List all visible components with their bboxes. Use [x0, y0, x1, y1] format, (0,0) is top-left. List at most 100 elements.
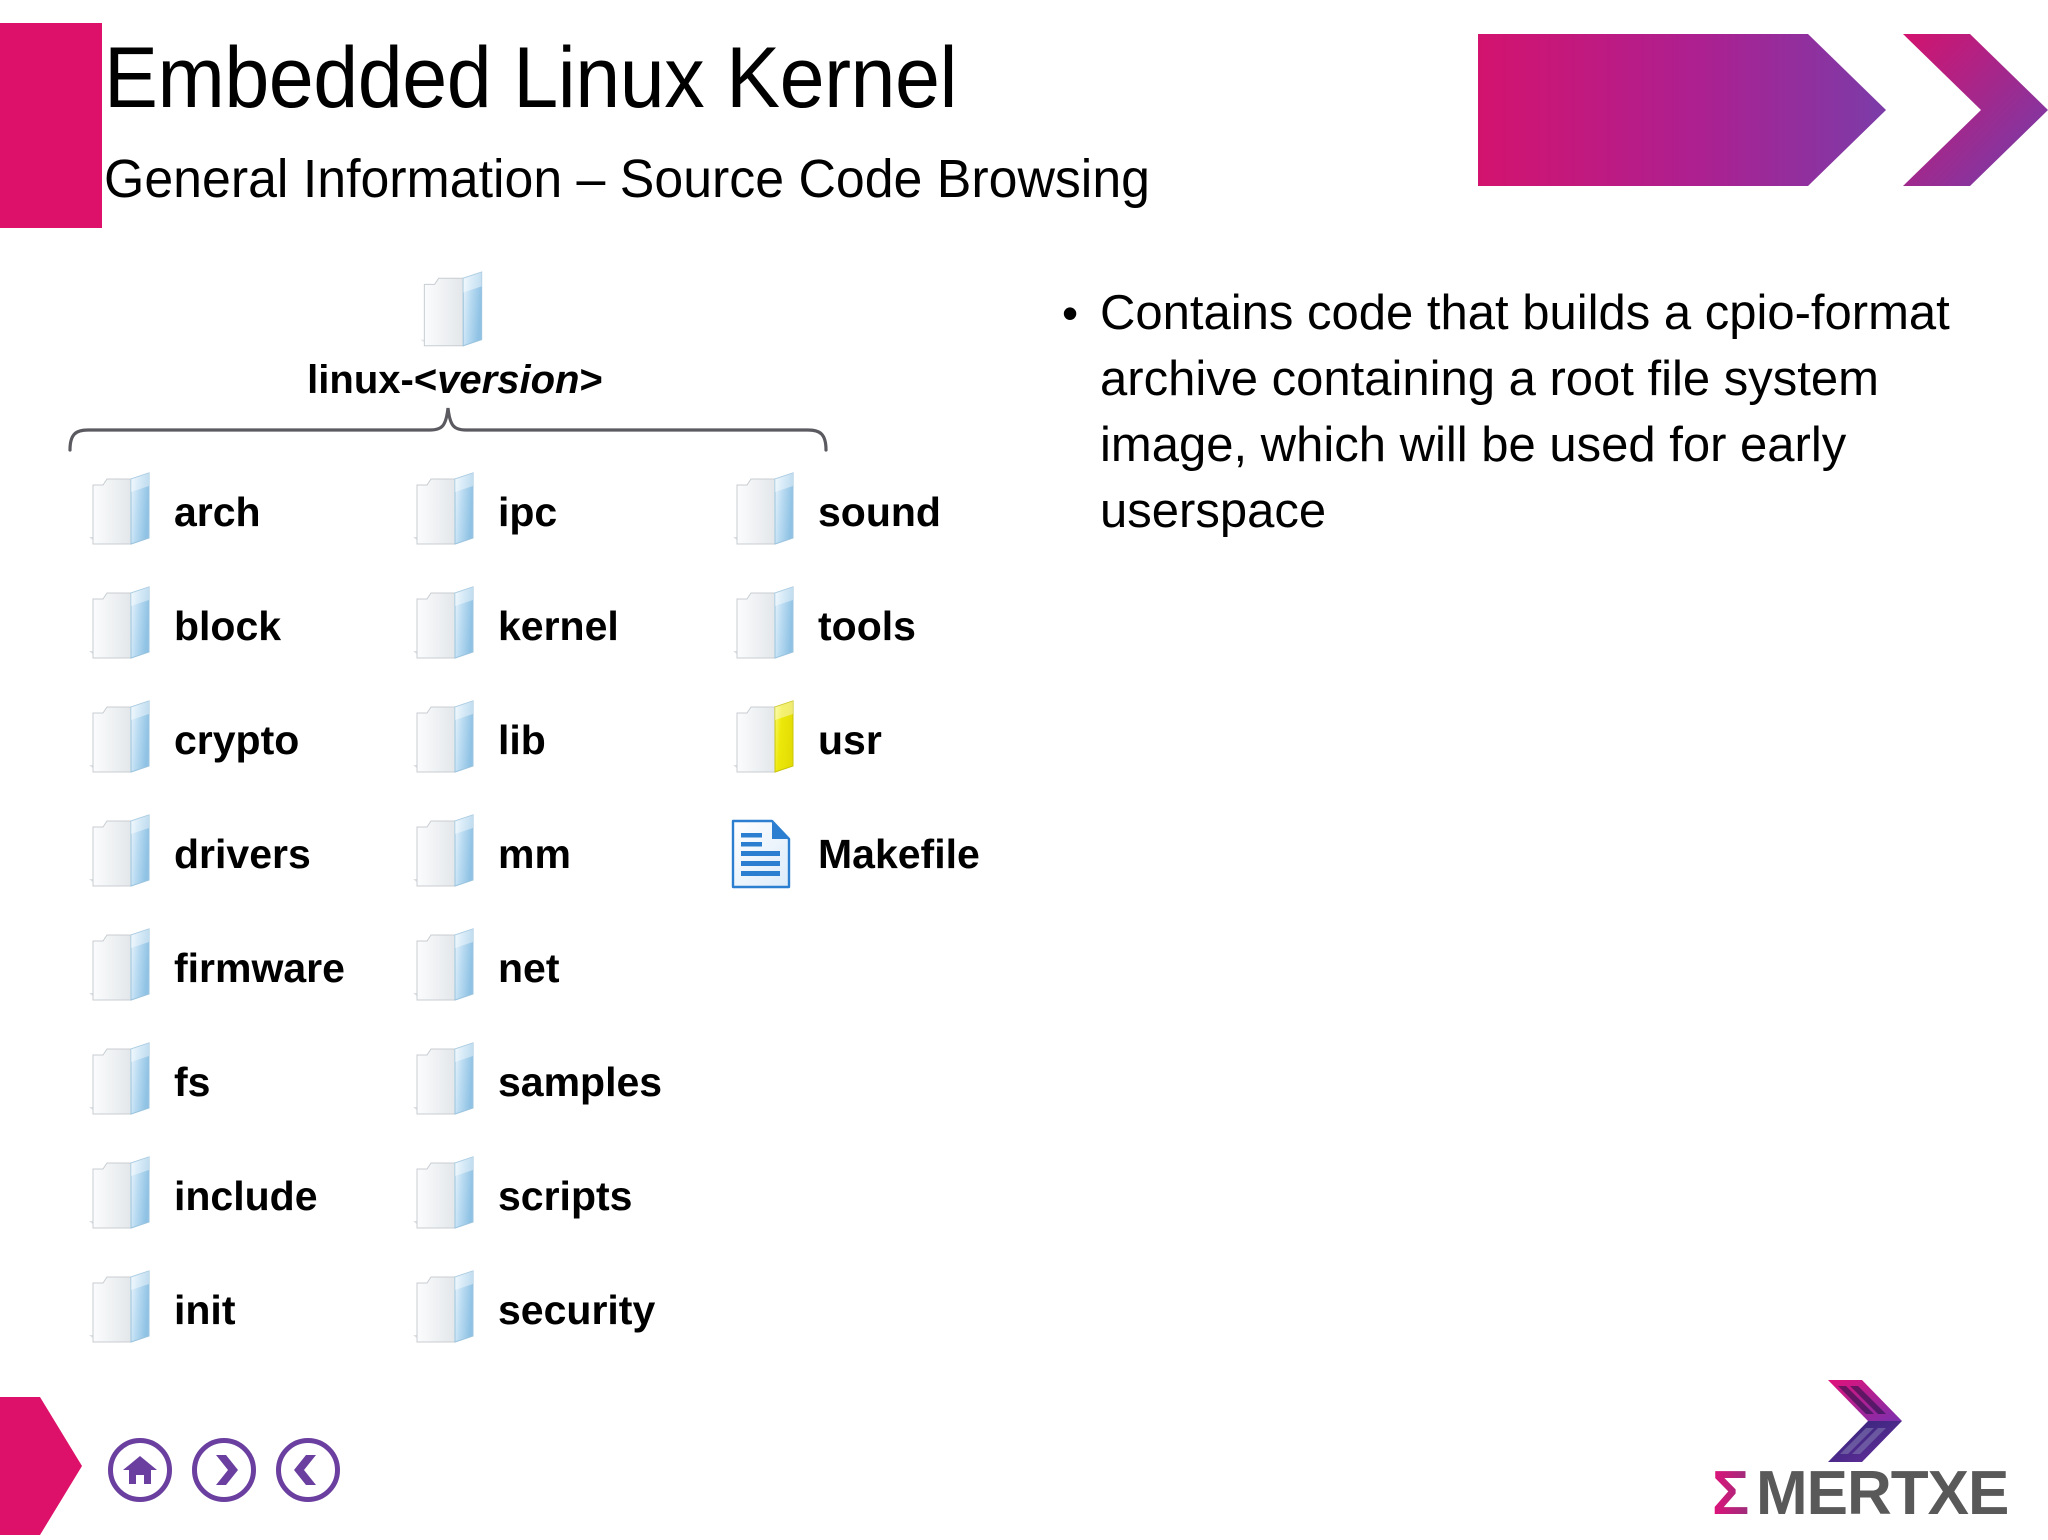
folder-label: fs	[174, 1059, 211, 1105]
folder-icon-highlighted	[730, 697, 802, 783]
folder-item[interactable]: init	[86, 1253, 345, 1367]
document-icon	[731, 819, 791, 889]
folder-icon	[413, 472, 474, 545]
folder-icon	[89, 1156, 150, 1229]
folder-label: samples	[498, 1059, 663, 1105]
folder-label: firmware	[174, 945, 345, 991]
folder-icon	[413, 928, 474, 1001]
slide-header: Embedded Linux Kernel General Informatio…	[0, 0, 2048, 230]
folder-icon	[733, 586, 794, 659]
folder-icon	[730, 583, 802, 669]
folder-icon	[730, 469, 802, 555]
folder-icon	[413, 586, 474, 659]
folder-icon	[86, 469, 158, 555]
folder-icon	[86, 1039, 158, 1125]
folder-label: block	[174, 603, 282, 649]
root-label-suffix: >	[579, 358, 603, 402]
folder-item[interactable]: fs	[86, 1025, 345, 1139]
folder-icon	[733, 700, 794, 773]
footer-accent-tab	[0, 1397, 82, 1535]
folder-icon	[410, 811, 482, 897]
file-label: Makefile	[818, 831, 980, 877]
folder-column-1: arch block	[86, 455, 345, 1367]
folder-icon	[410, 1267, 482, 1353]
folder-item[interactable]: scripts	[410, 1139, 662, 1253]
folder-icon	[86, 1153, 158, 1239]
folder-label: crypto	[174, 717, 300, 763]
folder-icon	[89, 586, 150, 659]
file-item[interactable]: Makefile	[730, 797, 980, 911]
folder-icon	[86, 925, 158, 1011]
nav-next-button[interactable]	[192, 1438, 256, 1502]
folder-item[interactable]: lib	[410, 683, 662, 797]
folder-icon	[410, 1039, 482, 1125]
folder-item[interactable]: sound	[730, 455, 980, 569]
folder-icon	[86, 697, 158, 783]
folder-item[interactable]: include	[86, 1139, 345, 1253]
folder-item[interactable]: samples	[410, 1025, 662, 1139]
folder-icon	[89, 928, 150, 1001]
folder-label: ipc	[498, 489, 558, 535]
bullet-text: Contains code that builds a cpio-format …	[1100, 286, 1950, 538]
page-title: Embedded Linux Kernel	[104, 30, 958, 126]
folder-label: net	[498, 945, 560, 991]
folder-item[interactable]: firmware	[86, 911, 345, 1025]
root-label-prefix: linux-<	[307, 358, 438, 402]
folder-icon	[733, 472, 794, 545]
folder-item[interactable]: security	[410, 1253, 662, 1367]
folder-item[interactable]: usr	[730, 683, 980, 797]
folder-icon	[410, 1153, 482, 1239]
folder-icon	[410, 697, 482, 783]
folder-label: sound	[818, 489, 941, 535]
folder-item[interactable]: ipc	[410, 455, 662, 569]
folder-icon	[89, 814, 150, 887]
folder-label: kernel	[498, 603, 619, 649]
chevron-left-icon	[294, 1455, 316, 1485]
folder-item[interactable]: drivers	[86, 797, 345, 911]
tree-grouping-brace	[68, 404, 828, 454]
header-banner-graphic	[1478, 34, 2048, 186]
folder-label: security	[498, 1287, 656, 1333]
folder-column-2: ipc kernel	[410, 455, 662, 1367]
emertxe-chevron-icon	[1816, 1378, 1936, 1464]
page-subtitle: General Information – Source Code Browsi…	[104, 149, 1150, 209]
folder-item[interactable]: arch	[86, 455, 345, 569]
folder-icon	[86, 1267, 158, 1353]
svg-text:MERTXE: MERTXE	[1756, 1459, 2008, 1528]
folder-icon	[410, 469, 482, 555]
bullet-marker: •	[1061, 287, 1079, 339]
root-label-version: version	[437, 358, 580, 402]
emertxe-logo: Σ MERTXE	[1708, 1378, 2038, 1530]
folder-item[interactable]: net	[410, 911, 662, 1025]
folder-label: mm	[498, 831, 571, 877]
bullet-panel: • Contains code that builds a cpio-forma…	[1040, 280, 2000, 544]
folder-item[interactable]: kernel	[410, 569, 662, 683]
home-icon	[123, 1456, 157, 1484]
footer-navigation	[108, 1438, 340, 1502]
root-folder-icon	[415, 268, 491, 356]
folder-label: include	[174, 1173, 318, 1219]
bullet-item: • Contains code that builds a cpio-forma…	[1040, 280, 2000, 544]
folder-icon	[89, 1042, 150, 1115]
folder-label: lib	[498, 717, 546, 763]
title-accent-bar	[0, 23, 102, 228]
folder-item[interactable]: crypto	[86, 683, 345, 797]
folder-icon	[410, 925, 482, 1011]
folder-item[interactable]: tools	[730, 569, 980, 683]
emertxe-wordmark: Σ MERTXE	[1708, 1458, 2038, 1528]
folder-icon	[89, 1270, 150, 1343]
folder-icon	[89, 700, 150, 773]
chevron-right-icon	[216, 1455, 238, 1485]
nav-previous-button[interactable]	[276, 1438, 340, 1502]
folder-icon	[86, 811, 158, 897]
folder-icon	[413, 1156, 474, 1229]
folder-label: tools	[818, 603, 916, 649]
document-icon	[730, 818, 794, 890]
folder-label: arch	[174, 489, 261, 535]
folder-icon	[413, 814, 474, 887]
folder-column-3: sound tools	[730, 455, 980, 911]
folder-icon	[413, 700, 474, 773]
folder-item[interactable]: block	[86, 569, 345, 683]
nav-home-button[interactable]	[108, 1438, 172, 1502]
folder-item[interactable]: mm	[410, 797, 662, 911]
